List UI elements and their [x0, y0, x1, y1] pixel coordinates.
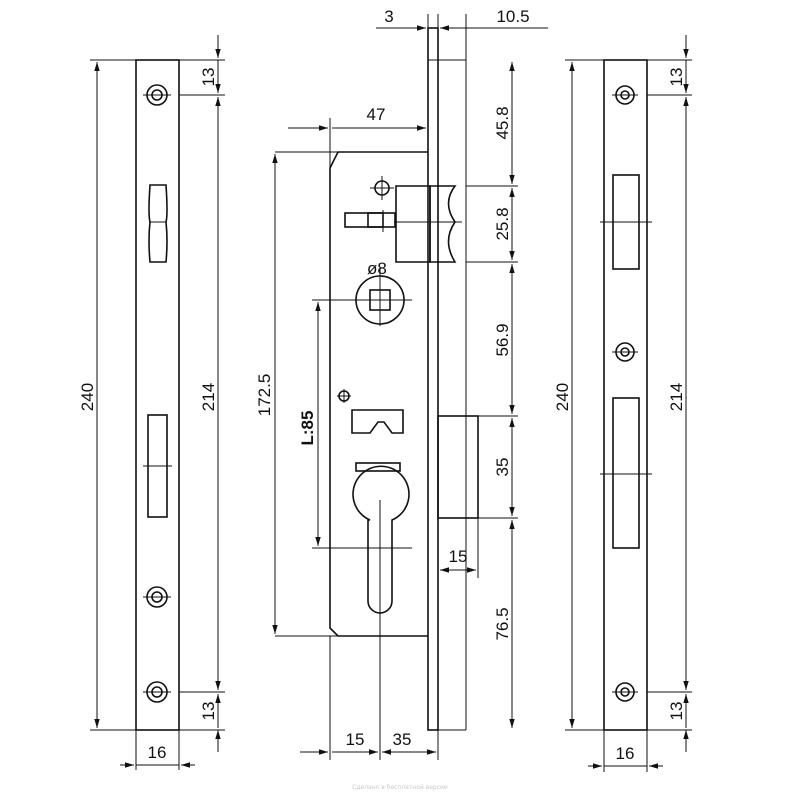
- guide-slot: [355, 462, 401, 472]
- right-strike-plate: 240 214 13 13 16: [553, 35, 692, 772]
- right-hole-spacing-label: 214: [667, 383, 686, 411]
- right-top-offset-label: 13: [667, 68, 686, 87]
- left-screw-hole-mid: [143, 586, 171, 608]
- cylinder-offset-label: 76.5: [493, 607, 512, 640]
- latch-height-label: 25.8: [493, 207, 512, 240]
- left-overall-length-label: 240: [78, 383, 97, 411]
- cylinder-backset-a-label: 15: [346, 730, 365, 749]
- left-latch-slot: [148, 184, 168, 263]
- right-bottom-offset-label: 13: [667, 702, 686, 721]
- right-bolt-slot: [612, 397, 640, 549]
- left-hole-spacing-label: 214: [199, 383, 218, 411]
- faceplate-width-label: 10.5: [496, 7, 529, 26]
- right-plate-outline: [603, 59, 648, 731]
- right-screw-hole-top: [612, 85, 638, 105]
- right-overall-length-label: 240: [553, 383, 572, 411]
- bolt-height-label: 35: [493, 458, 512, 477]
- left-plate-outline: [135, 59, 180, 731]
- faceplate: [427, 27, 439, 731]
- spindle-hub: ø8: [348, 259, 412, 326]
- cam-slot: [351, 409, 404, 434]
- left-top-offset-label: 13: [199, 68, 218, 87]
- euro-cylinder-hole: [348, 465, 412, 640]
- lock-body: ø8 3 10.5 47: [255, 7, 548, 760]
- left-width-label: 16: [148, 743, 167, 762]
- faceplate-thickness-label: 3: [384, 7, 393, 26]
- left-screw-hole-top: [143, 84, 171, 106]
- body-height-label: 172.5: [255, 374, 274, 417]
- left-strike-plate: 240 214 13 13 16: [78, 35, 225, 770]
- deadbolt: [437, 415, 479, 519]
- right-width-label: 16: [616, 744, 635, 763]
- right-screw-hole-mid: [612, 342, 638, 362]
- latch-offset-label: 45.8: [493, 106, 512, 139]
- center-distance-label: L:85: [298, 411, 317, 446]
- backset-label: 47: [367, 105, 386, 124]
- spindle-to-bolt-label: 56.9: [493, 323, 512, 356]
- cylinder-backset-b-label: 35: [393, 730, 412, 749]
- case-fixing-point: [337, 389, 351, 403]
- right-screw-hole-bottom: [612, 682, 638, 702]
- bolt-throw-label: 15: [449, 547, 468, 566]
- spindle-size-label: ø8: [367, 259, 387, 278]
- left-bottom-offset-label: 13: [199, 702, 218, 721]
- lock-case: [329, 151, 428, 637]
- latch-bolt: [344, 176, 462, 263]
- left-screw-hole-bottom: [143, 681, 171, 703]
- watermark-text: Сделано в бесплатной версии: [352, 784, 448, 791]
